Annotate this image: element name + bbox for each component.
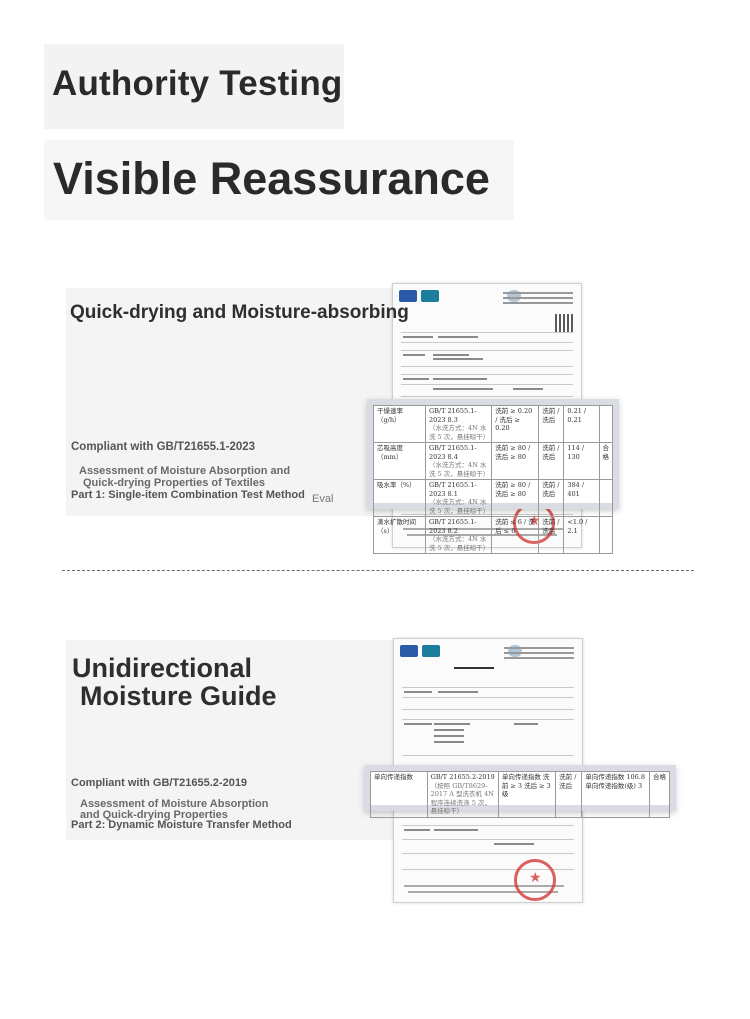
- section-divider: [62, 570, 694, 571]
- report-header-lines: [504, 647, 574, 662]
- method-note: （按照 GB/T8629-2017 A 型洗衣机 4N 程序连续洗涤 5 次，悬…: [430, 781, 494, 816]
- section1-desc-line1: Assessment of Moisture Absorption and: [79, 465, 291, 477]
- section2-backdrop: [66, 640, 396, 840]
- method-line: GB/T 21655.1-2023 8.1: [428, 481, 477, 498]
- cell-verdict: [598, 516, 613, 554]
- method-note: （水洗方式：4N 水洗 5 次，悬挂晾干）: [428, 424, 490, 441]
- section2-title-line2: Moisture Guide: [80, 681, 277, 711]
- zoom-results-table-1: 干燥速率（g/h）GB/T 21655.1-2023 8.3（水洗方式：4N 水…: [367, 399, 619, 554]
- cell-state: 洗前 / 洗后: [538, 516, 565, 554]
- qr-code-icon: [555, 314, 573, 332]
- cell-requirement: 单向传递指数 洗前 ≥ 3 洗后 ≥ 3 级: [497, 771, 557, 818]
- cell-item: 单向传递指数: [370, 771, 428, 818]
- cell-verdict: 合格: [649, 771, 670, 818]
- cell-method: GB/T 21655.1-2023 8.2（水洗方式：4N 水洗 5 次，悬挂晾…: [424, 516, 493, 554]
- cell-result: 114 / 130: [563, 442, 600, 480]
- method-note: （水洗方式：4N 水洗 5 次，悬挂晾干）: [428, 461, 490, 478]
- results-table: 干燥速率（g/h）GB/T 21655.1-2023 8.3（水洗方式：4N 水…: [373, 405, 613, 554]
- table-row: 吸水率（%）GB/T 21655.1-2023 8.1（水洗方式：4N 水洗 5…: [373, 479, 613, 517]
- hero-heading-1: Authority Testing: [52, 64, 343, 103]
- red-seal-stamp-icon: [514, 859, 556, 901]
- section2-standard: Compliant with GB/T21655.2-2019: [71, 777, 248, 789]
- cell-state: 洗前 / 洗后: [538, 405, 565, 443]
- cell-item: 滴水扩散时间（s）: [373, 516, 426, 554]
- zoom-results-table-2: 单向传递指数 GB/T 21655.2-2019（按照 GB/T8629-201…: [364, 765, 676, 818]
- section1-part: Part 1: Single-item Combination Test Met…: [71, 489, 305, 501]
- section1-backdrop: [66, 288, 396, 516]
- cell-requirement: 洗前 ≥ 80 / 洗后 ≥ 80: [491, 479, 540, 517]
- method-line: GB/T 21655.2-2019: [430, 773, 495, 781]
- report-header-lines: [503, 292, 573, 307]
- section1-standard: Compliant with GB/T21655.1-2023: [71, 441, 256, 453]
- method-line: GB/T 21655.1-2023 8.3: [428, 407, 477, 424]
- cell-requirement: 洗前 ≤ 6 / 洗后 ≤ 6: [491, 516, 540, 554]
- section2-part: Part 2: Dynamic Moisture Transfer Method: [71, 819, 292, 831]
- cell-requirement: 洗前 ≥ 80 / 洗后 ≥ 80: [491, 442, 540, 480]
- cma-logo-icon: [400, 645, 418, 657]
- section2-title-line1: Unidirectional: [72, 653, 253, 683]
- table-row: 干燥速率（g/h）GB/T 21655.1-2023 8.3（水洗方式：4N 水…: [373, 405, 613, 443]
- method-note: （水洗方式：4N 水洗 5 次，悬挂晾干）: [428, 498, 490, 515]
- section2-desc-line2: and Quick-drying Properties: [80, 809, 228, 821]
- cell-verdict: [598, 405, 613, 443]
- cell-result: <1.0 / 2.1: [563, 516, 600, 554]
- hero-backdrop: [44, 44, 344, 129]
- table-row: 滴水扩散时间（s）GB/T 21655.1-2023 8.2（水洗方式：4N 水…: [373, 516, 613, 554]
- method-line: GB/T 21655.1-2023 8.2: [428, 518, 477, 535]
- results-table: 单向传递指数 GB/T 21655.2-2019（按照 GB/T8629-201…: [370, 771, 670, 818]
- cell-item: 干燥速率（g/h）: [373, 405, 426, 443]
- method-note: （水洗方式：4N 水洗 5 次，悬挂晾干）: [428, 535, 490, 552]
- cell-method: GB/T 21655.1-2023 8.3（水洗方式：4N 水洗 5 次，悬挂晾…: [424, 405, 493, 443]
- section1-desc-line2: Quick-drying Properties of Textiles: [83, 477, 265, 489]
- hero-backdrop-2: [44, 140, 514, 220]
- method-line: GB/T 21655.1-2023 8.4: [428, 444, 477, 461]
- cma-logo-icon: [399, 290, 417, 302]
- cell-method: GB/T 21655.1-2023 8.4（水洗方式：4N 水洗 5 次，悬挂晾…: [424, 442, 493, 480]
- section2-desc-line1: Assessment of Moisture Absorption: [80, 798, 269, 810]
- cell-method: GB/T 21655.1-2023 8.1（水洗方式：4N 水洗 5 次，悬挂晾…: [424, 479, 493, 517]
- hero-heading-2: Visible Reassurance: [53, 153, 490, 204]
- cell-result: 384 / 401: [563, 479, 600, 517]
- cell-method: GB/T 21655.2-2019（按照 GB/T8629-2017 A 型洗衣…: [426, 771, 499, 818]
- section1-overlap-text: Eval: [312, 493, 334, 505]
- section1-title: Quick-drying and Moisture-absorbing: [70, 302, 409, 323]
- cell-state: 洗前 / 洗后: [555, 771, 583, 818]
- cell-state: 洗前 / 洗后: [538, 479, 565, 517]
- cell-result: 0.21 / 0.21: [563, 405, 600, 443]
- cnas-logo-icon: [422, 645, 440, 657]
- cnas-logo-icon: [421, 290, 439, 302]
- table-row: 单向传递指数 GB/T 21655.2-2019（按照 GB/T8629-201…: [370, 771, 670, 818]
- cell-verdict: [598, 479, 613, 517]
- cell-item: 吸水率（%）: [373, 479, 426, 517]
- cell-requirement: 洗前 ≥ 0.20 / 洗后 ≥ 0.20: [491, 405, 540, 443]
- table-row: 芯吸高度（mm）GB/T 21655.1-2023 8.4（水洗方式：4N 水洗…: [373, 442, 613, 480]
- cell-state: 洗前 / 洗后: [538, 442, 565, 480]
- cell-item: 芯吸高度（mm）: [373, 442, 426, 480]
- cell-result: 单向传递指数 106.8 单向传递指数(级) 3: [581, 771, 650, 818]
- cell-verdict: 合格: [598, 442, 613, 480]
